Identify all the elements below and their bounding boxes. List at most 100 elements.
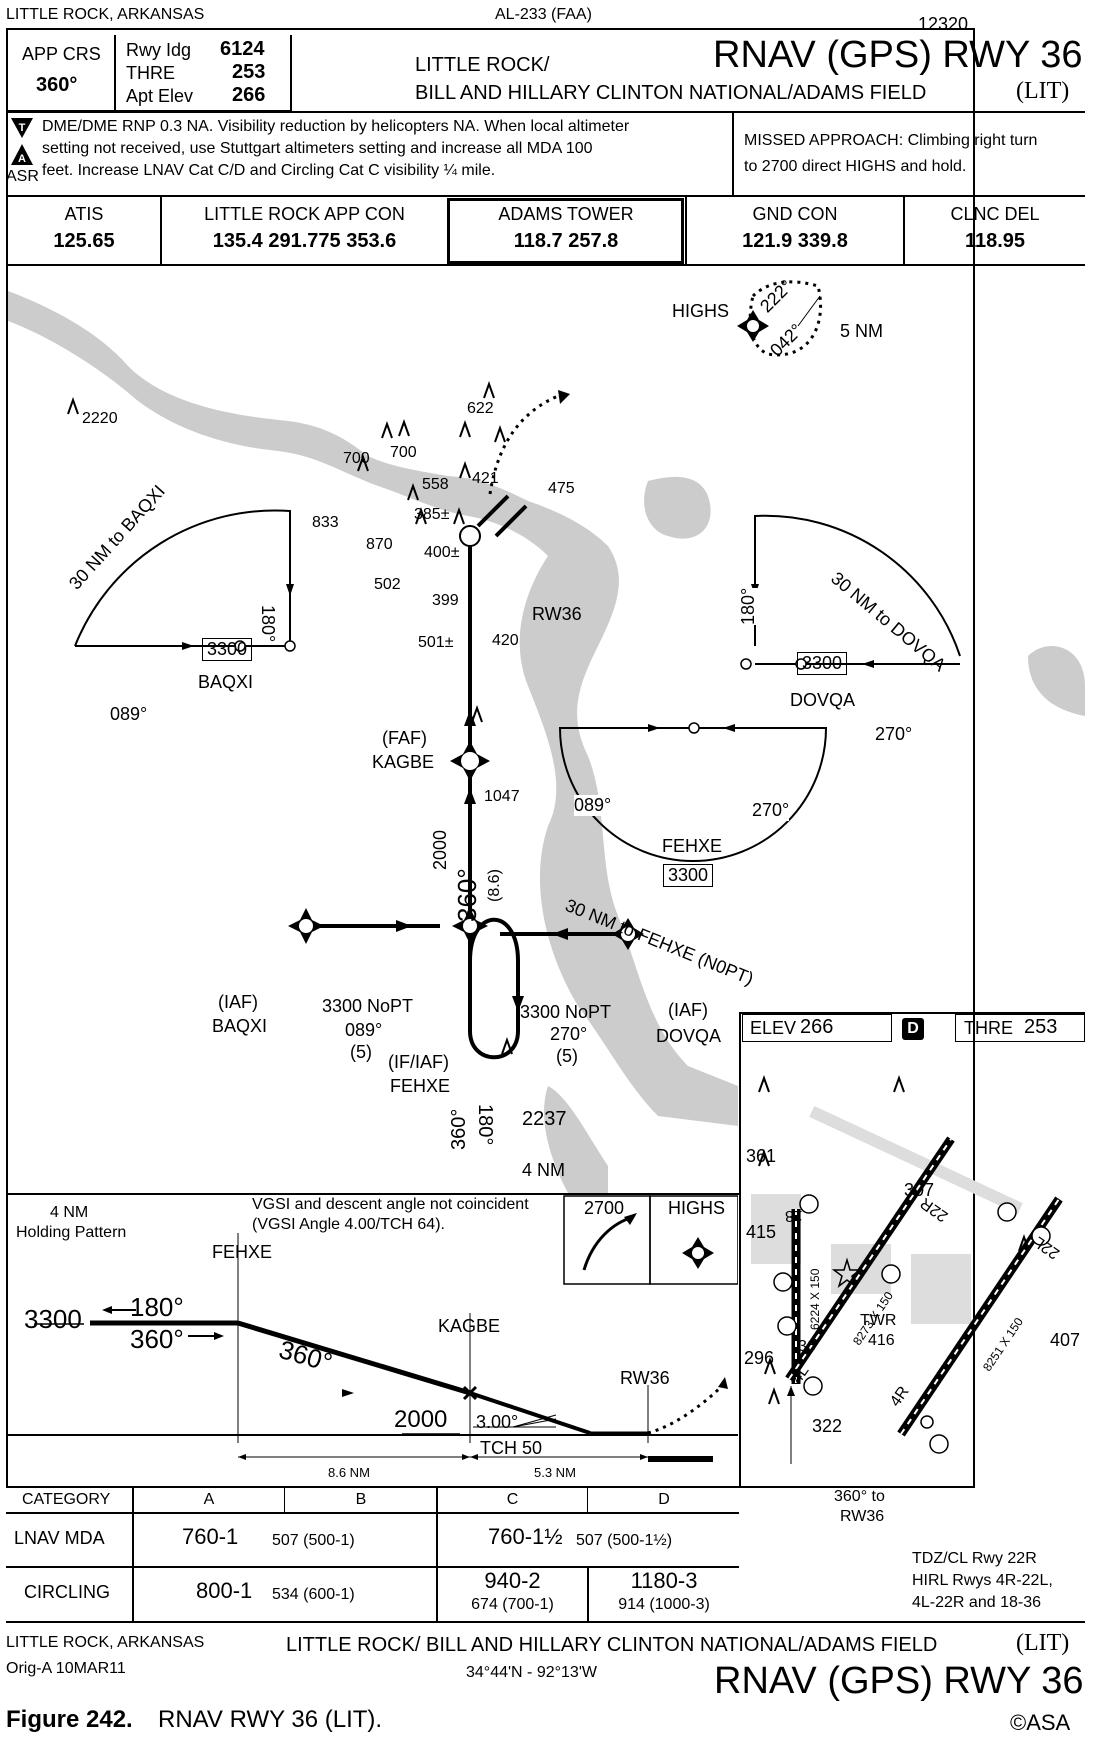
comm-name-clearance: CLNC DEL bbox=[950, 204, 1040, 224]
airport-line1: LITTLE ROCK/ bbox=[415, 54, 550, 76]
divider bbox=[6, 195, 1085, 197]
hold-leg: 4 NM bbox=[522, 1160, 566, 1180]
tower-label: TWR bbox=[860, 1312, 897, 1329]
plan-view bbox=[8, 280, 1085, 1193]
airport-obstacle-label: 415 bbox=[746, 1222, 777, 1242]
al-number: AL-233 (FAA) bbox=[495, 6, 592, 23]
elev-box bbox=[742, 1014, 892, 1042]
figure-caption: RNAV RWY 36 (LIT). bbox=[158, 1706, 383, 1733]
takeoff-minimums-icon: T bbox=[10, 116, 34, 145]
obstacle-label: 870 bbox=[366, 536, 393, 553]
profile-dist2: 5.3 NM bbox=[532, 1465, 578, 1480]
profile-tch: TCH 50 bbox=[480, 1438, 543, 1458]
if-iaf-label: (IF/IAF) bbox=[388, 1052, 449, 1072]
missed-approach-line1: MISSED APPROACH: Climbing right turn bbox=[744, 132, 1038, 149]
approach-note-line1: 360° to bbox=[834, 1488, 885, 1505]
footer-procedure-title: RNAV (GPS) RWY 36 bbox=[714, 1660, 1084, 1702]
elev-label: ELEV bbox=[750, 1018, 797, 1038]
profile-kagbe: KAGBE bbox=[438, 1316, 501, 1336]
notes-line3: feet. Increase LNAV Cat C/D and Circling… bbox=[42, 162, 496, 179]
kagbe-label: KAGBE bbox=[372, 752, 435, 772]
airport-thre-value: 253 bbox=[1024, 1016, 1058, 1038]
airport-thre-label: THRE bbox=[964, 1018, 1013, 1038]
profile-rw36: RW36 bbox=[620, 1368, 670, 1388]
category-label: CATEGORY bbox=[22, 1491, 111, 1508]
elev-value: 266 bbox=[800, 1016, 834, 1038]
profile-hold-out: 180° bbox=[130, 1292, 184, 1322]
lighting-line3: 4L-22R and 18-36 bbox=[912, 1594, 1041, 1611]
airport-obstacle-label: 307 bbox=[904, 1180, 935, 1200]
notes-line2: setting not received, use Stuttgart alti… bbox=[42, 140, 593, 157]
divider bbox=[685, 196, 687, 264]
category-a: A bbox=[203, 1491, 215, 1508]
vgsi-note-line1: VGSI and descent angle not coincident bbox=[252, 1196, 529, 1213]
dovqa-taa-bearing2: 180° bbox=[738, 587, 759, 625]
obstacle-label: 501± bbox=[418, 634, 454, 651]
obstacle-label: 2220 bbox=[82, 410, 118, 427]
comm-freq-ground: 121.9 339.8 bbox=[742, 230, 848, 252]
faf-label: (FAF) bbox=[382, 728, 427, 748]
profile-view bbox=[8, 1195, 738, 1462]
dovqa-taa-arc bbox=[754, 514, 961, 657]
comm-name-approach: LITTLE ROCK APP CON bbox=[204, 204, 405, 224]
baqxi-distance: (5) bbox=[350, 1042, 372, 1062]
category-b: B bbox=[355, 1491, 367, 1508]
missed-approach-line2: to 2700 direct HIGHS and hold. bbox=[744, 158, 967, 175]
dovqa-taa-name: DOVQA bbox=[790, 690, 856, 710]
course-altitude: 2000 bbox=[430, 829, 450, 870]
airport-id: (LIT) bbox=[1016, 78, 1070, 104]
profile-alt-3300: 3300 bbox=[24, 1304, 82, 1334]
circling-c-main: 940-2 bbox=[484, 1568, 541, 1593]
iaf-baqxi-name: BAQXI bbox=[212, 1016, 268, 1036]
vgsi-note-line2: (VGSI Angle 4.00/TCH 64). bbox=[252, 1216, 445, 1233]
airport-obstacle-label: 296 bbox=[744, 1348, 775, 1368]
divider bbox=[436, 1487, 438, 1621]
course-distance: (8.6) bbox=[486, 869, 503, 902]
rwy-36-label: 36 bbox=[798, 1338, 816, 1355]
dovqa-taa-alt: 3300 bbox=[797, 652, 848, 675]
dovqa-nopt-alt: 3300 NoPT bbox=[520, 1002, 612, 1022]
divider bbox=[903, 196, 905, 264]
divider bbox=[290, 35, 292, 111]
circling-label: CIRCLING bbox=[24, 1582, 111, 1602]
obstacle-label: 421 bbox=[472, 470, 499, 487]
divider bbox=[732, 112, 734, 195]
divider bbox=[587, 1566, 589, 1621]
comm-freq-clearance: 118.95 bbox=[964, 230, 1026, 252]
iaf-dovqa-name: DOVQA bbox=[656, 1026, 722, 1046]
footer-airport-line: LITTLE ROCK/ BILL AND HILLARY CLINTON NA… bbox=[286, 1634, 938, 1656]
divider bbox=[740, 1012, 1085, 1014]
comm-name-tower: ADAMS TOWER bbox=[498, 204, 634, 224]
obstacle-label: 558 bbox=[422, 476, 449, 493]
obstacle-label: 700 bbox=[343, 450, 370, 467]
d-symbol: D bbox=[902, 1018, 924, 1040]
tower-frequency-box bbox=[447, 198, 684, 264]
lnav-ab-sub: 507 (500-1) bbox=[272, 1532, 355, 1549]
airport-line2: BILL AND HILLARY CLINTON NATIONAL/ADAMS … bbox=[415, 82, 927, 104]
circling-ab-sub: 534 (600-1) bbox=[272, 1586, 355, 1603]
obstacle-label: 475 bbox=[548, 480, 575, 497]
circling-ab-main: 800-1 bbox=[196, 1578, 253, 1603]
notes-line1: DME/DME RNP 0.3 NA. Visibility reduction… bbox=[42, 118, 630, 135]
lighting-line1: TDZ/CL Rwy 22R bbox=[912, 1550, 1037, 1567]
comm-name-ground: GND CON bbox=[752, 204, 838, 224]
divider bbox=[6, 264, 1085, 266]
lnav-cd-main: 760-1½ bbox=[488, 1524, 563, 1549]
comm-freq-atis: 125.65 bbox=[53, 230, 115, 252]
highs-leg: 5 NM bbox=[840, 321, 884, 341]
baqxi-course: 089° bbox=[345, 1020, 383, 1040]
divider bbox=[587, 1487, 588, 1512]
airport-diagram bbox=[751, 1075, 1063, 1464]
obstacle-symbols bbox=[67, 381, 513, 1055]
baqxi-taa-alt: 3300 bbox=[202, 638, 253, 661]
lnav-cd-sub: 507 (500-1½) bbox=[576, 1532, 673, 1549]
app-crs-label: APP CRS bbox=[22, 44, 101, 64]
fehxe-taa-name: FEHXE bbox=[662, 836, 723, 856]
obstacle-label: 622 bbox=[467, 400, 494, 417]
profile-fehxe: FEHXE bbox=[212, 1242, 273, 1262]
fehxe-taa-bearing1: 089° bbox=[574, 795, 612, 816]
river-shape bbox=[8, 291, 1085, 1193]
thre-box bbox=[955, 1014, 1085, 1042]
divider bbox=[6, 1486, 739, 1488]
obstacle-label: 420 bbox=[492, 632, 519, 649]
